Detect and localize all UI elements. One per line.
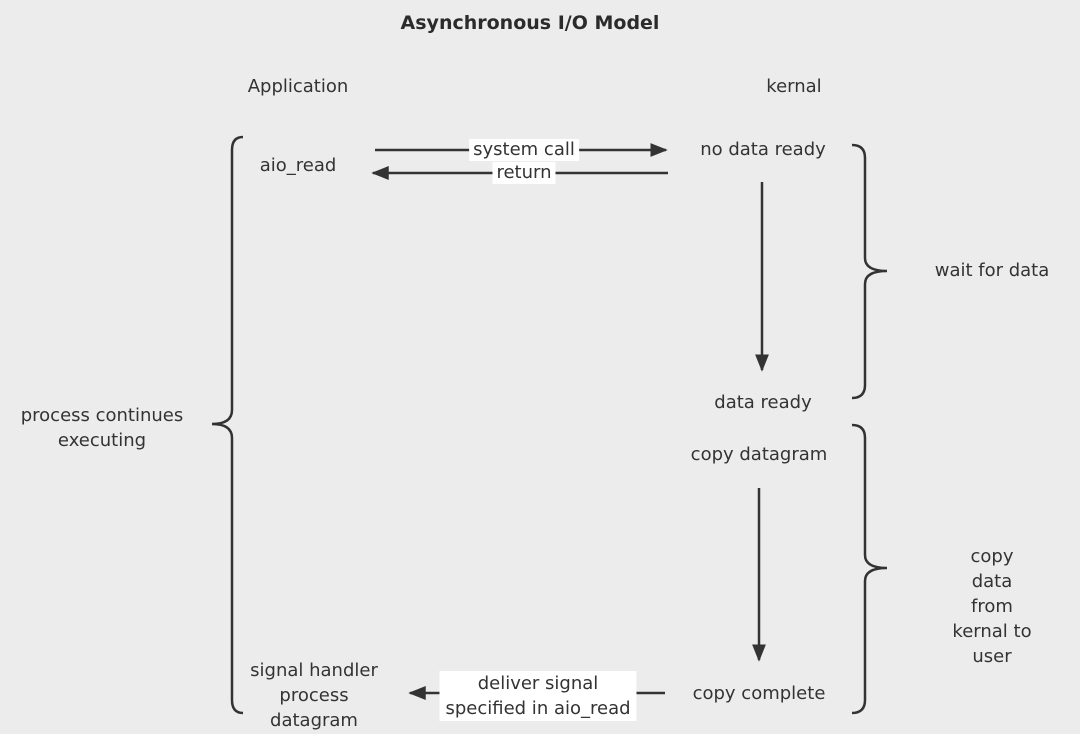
kernel-column-header: kernal: [766, 76, 822, 97]
return-label: return: [492, 162, 556, 184]
data-ready-label: data ready: [714, 392, 812, 413]
copy-brace: [851, 423, 888, 715]
process-continues-label: process continues executing: [21, 403, 184, 453]
wait-brace: [851, 143, 888, 400]
copy-data-label: copy data from kernal to user: [948, 544, 1036, 669]
signal-handler-line-3: datagram: [270, 710, 358, 731]
copy-data-line-1: copy data from: [970, 546, 1014, 617]
no-data-ready-label: no data ready: [700, 139, 826, 160]
system-call-label: system call: [469, 139, 579, 161]
copy-datagram-label: copy datagram: [690, 444, 828, 465]
signal-handler-line-1: signal handler: [250, 660, 378, 681]
deliver-signal-line-2: specified in aio_read: [445, 698, 631, 719]
process-continues-line-1: process continues: [20, 405, 184, 426]
deliver-signal-line-1: deliver signal: [477, 673, 599, 694]
aio-read-label: aio_read: [259, 155, 337, 176]
wait-for-data-label: wait for data: [934, 260, 1050, 281]
diagram-title: Asynchronous I/O Model: [400, 12, 660, 34]
signal-handler-line-2: process: [279, 685, 349, 706]
process-brace: [211, 135, 244, 715]
copy-complete-label: copy complete: [692, 683, 826, 704]
copy-data-line-2: kernal to user: [952, 621, 1032, 667]
signal-handler-label: signal handler process datagram: [250, 658, 378, 733]
process-continues-line-2: executing: [57, 430, 147, 451]
application-column-header: Application: [247, 76, 349, 97]
deliver-signal-label: deliver signal specified in aio_read: [439, 671, 637, 721]
